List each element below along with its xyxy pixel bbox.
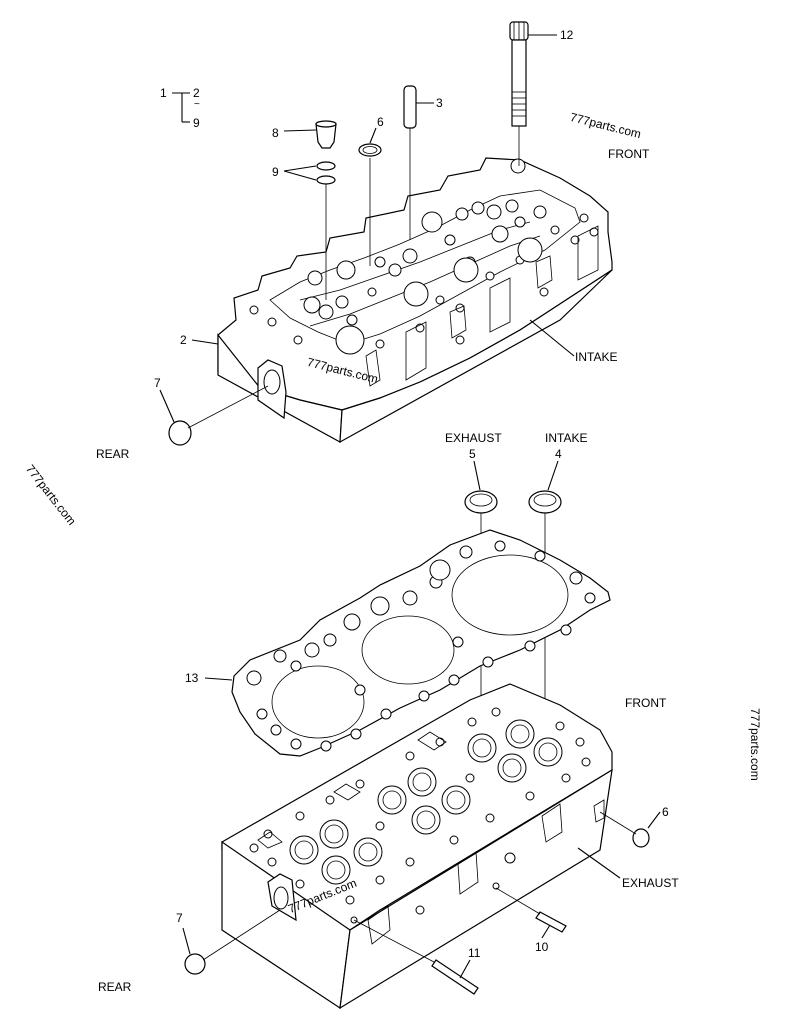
valve-guide-3 — [403, 85, 417, 240]
label-front-top: FRONT — [608, 147, 650, 161]
label-front-bottom: FRONT — [625, 696, 667, 710]
plug-6-bottom — [599, 811, 650, 848]
callout-7-bottom: 7 — [176, 911, 183, 925]
callout-6-top: 6 — [377, 115, 384, 129]
nozzle-sleeve-8 — [315, 120, 337, 300]
stud-10 — [495, 887, 567, 933]
plug-7-bottom — [184, 909, 281, 975]
callout-4: 4 — [555, 447, 562, 461]
label-intake-top: INTAKE — [575, 350, 618, 364]
callout-1: 1 — [160, 86, 167, 100]
callout-range-tilde: ~ — [194, 99, 200, 110]
callout-leaders — [159, 34, 661, 979]
callout-6-bottom: 6 — [662, 805, 669, 819]
label-intake-mid: INTAKE — [545, 431, 588, 445]
callout-11: 11 — [468, 946, 481, 960]
callout-5: 5 — [469, 447, 476, 461]
head-gasket-13 — [231, 529, 611, 757]
label-exhaust-mid: EXHAUST — [445, 431, 502, 445]
callout-13: 13 — [185, 671, 199, 685]
watermark: 777parts.com — [748, 708, 762, 781]
callout-8: 8 — [272, 126, 279, 140]
callout-3: 3 — [436, 96, 443, 110]
callout-10: 10 — [535, 940, 549, 954]
label-exhaust-bottom: EXHAUST — [622, 876, 679, 890]
callout-7-top: 7 — [154, 376, 161, 390]
callout-9-range: 9 — [193, 116, 200, 130]
callout-2-range: 2 — [193, 86, 200, 100]
label-rear-bottom: REAR — [98, 980, 132, 994]
seal-6-top — [358, 143, 382, 266]
cylinder-head-upper — [217, 157, 613, 444]
stud-11 — [353, 919, 479, 995]
plug-7-top — [168, 385, 269, 446]
callout-9: 9 — [272, 165, 279, 179]
head-bolt-12 — [509, 21, 529, 166]
callout-12: 12 — [560, 28, 574, 42]
callout-2: 2 — [180, 333, 187, 347]
label-rear-top: REAR — [96, 447, 130, 461]
